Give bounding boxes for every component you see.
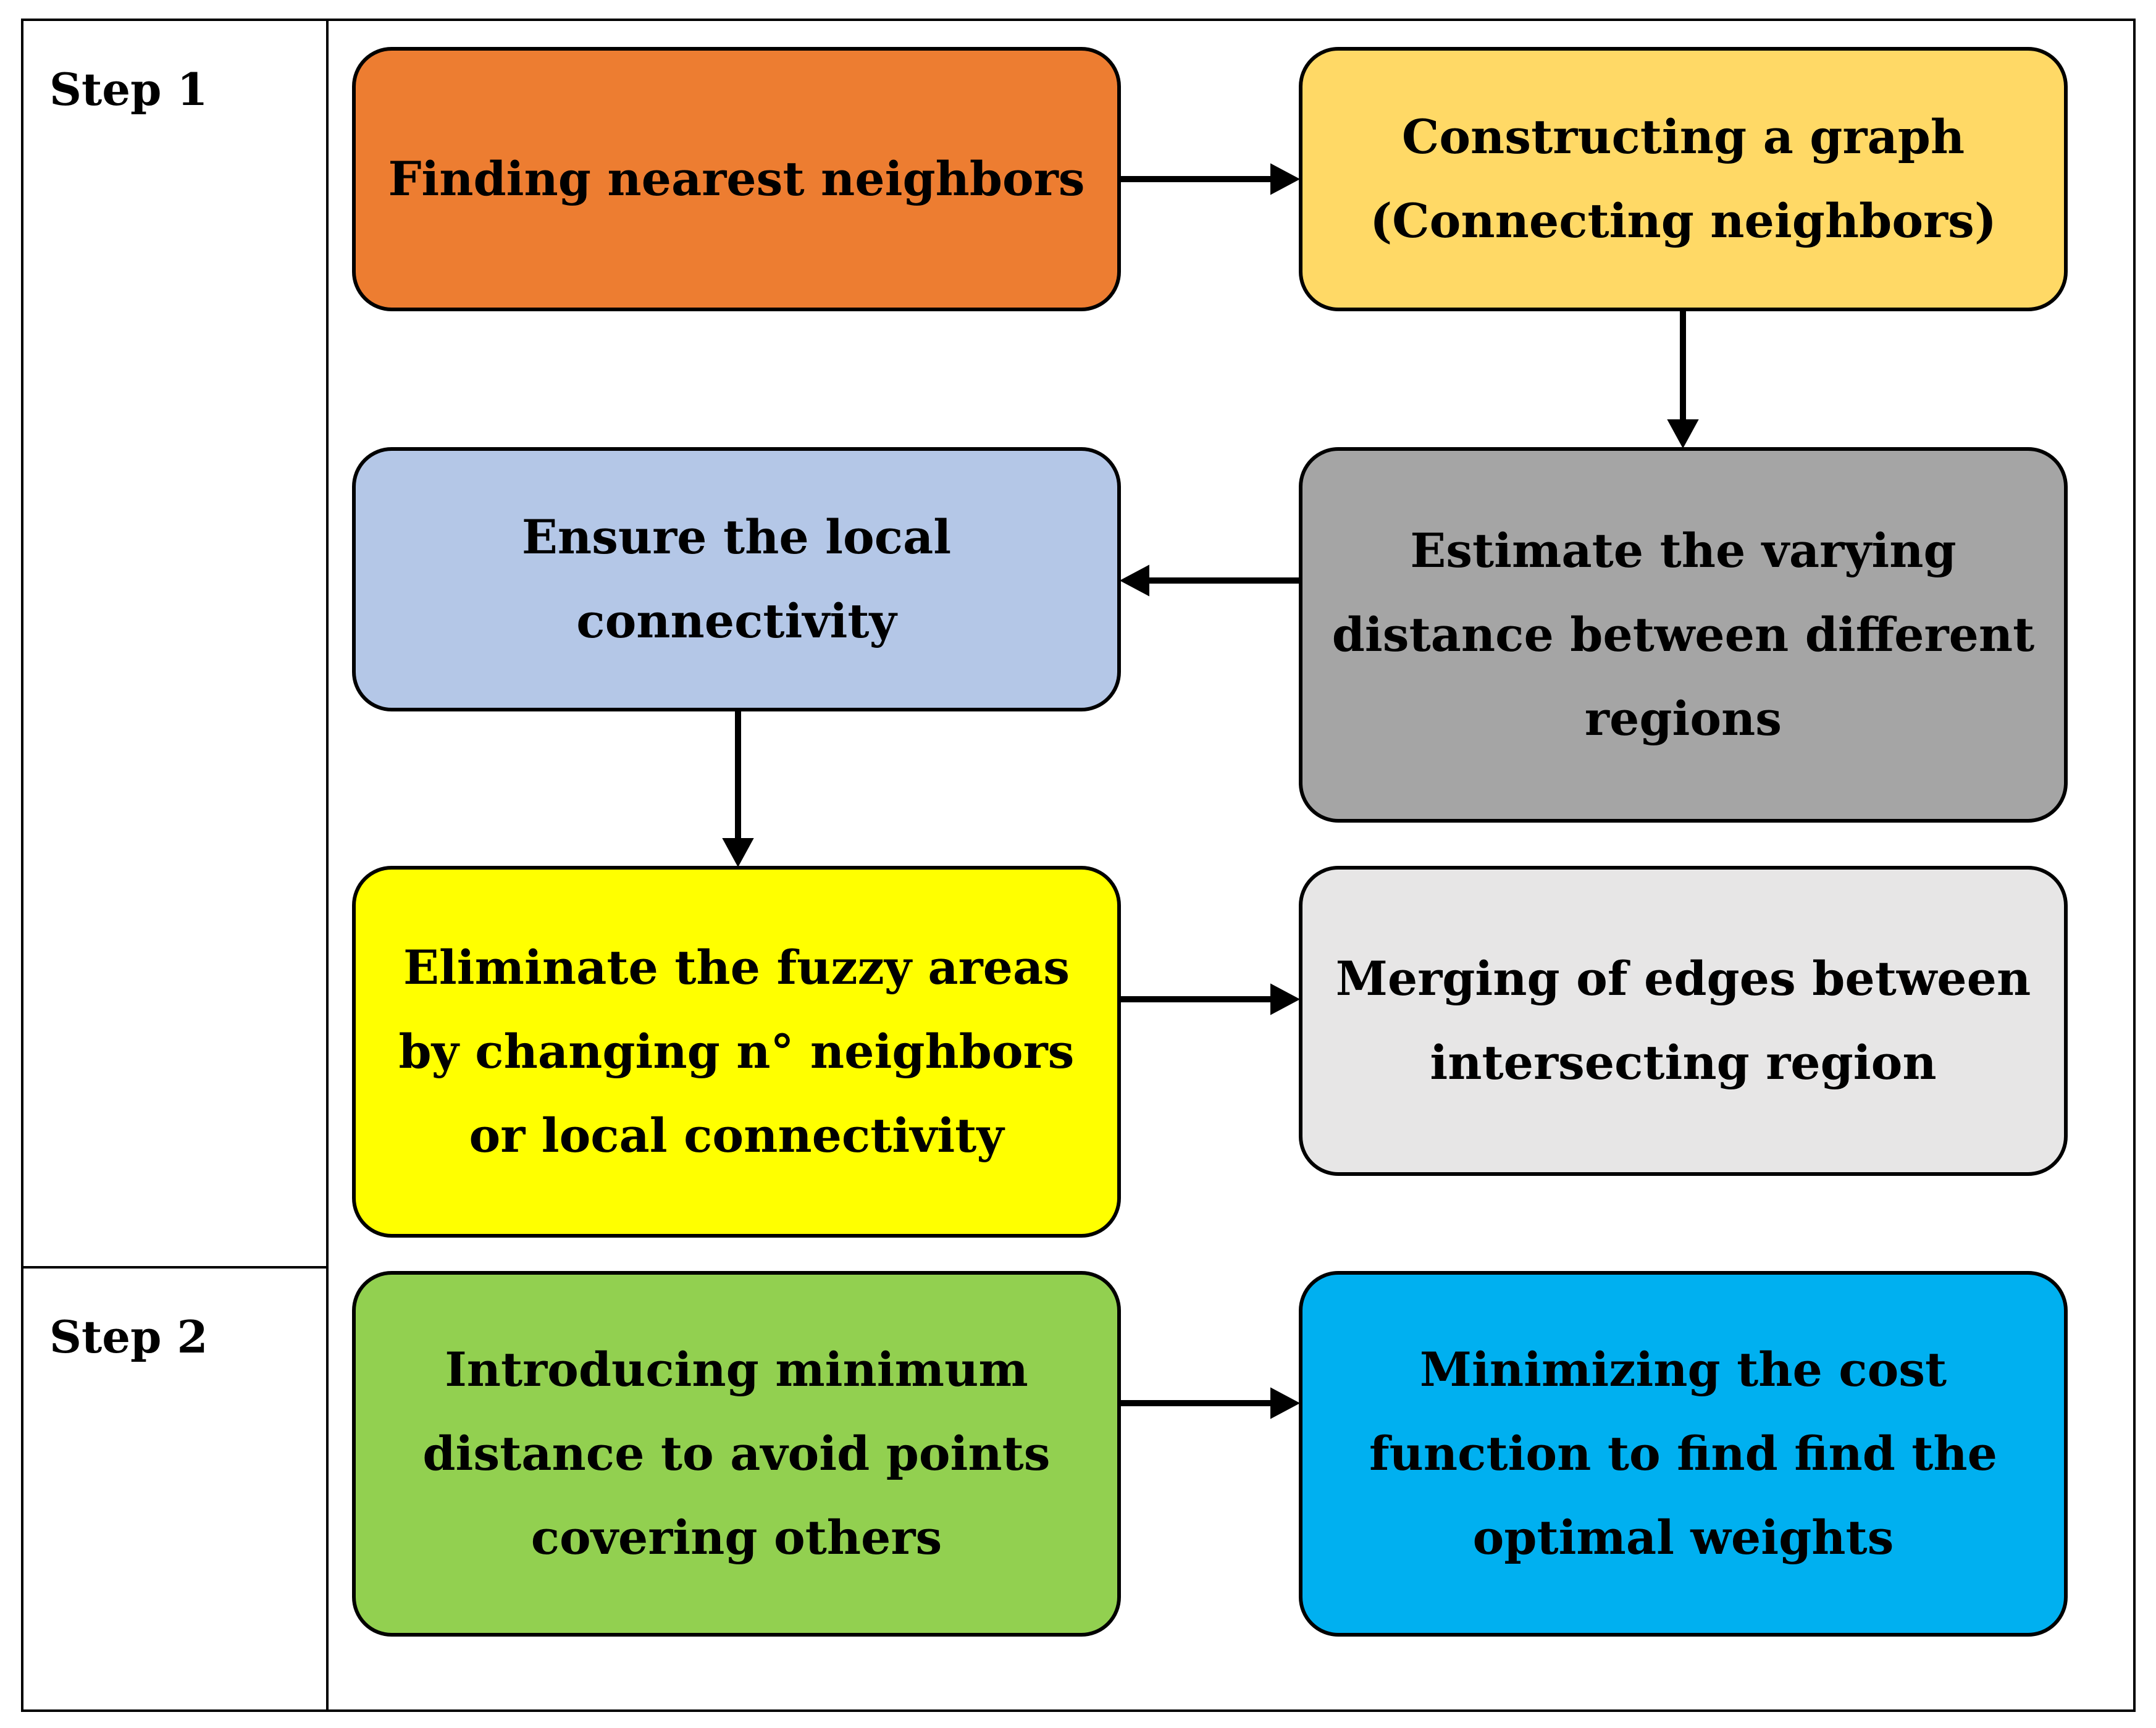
box-merging-of-edges: Merging of edges between intersecting re… [1299, 866, 2068, 1176]
box-minimizing-cost-function: Minimizing the cost function to find fin… [1299, 1271, 2068, 1637]
box-finding-nearest-neighbors: Finding nearest neighbors [352, 47, 1121, 311]
step-1-label: Step 1 [49, 63, 208, 115]
step-2-label: Step 2 [49, 1311, 208, 1363]
box-text-line: Merging of edges between [1335, 951, 2031, 1006]
box-estimate-varying-distance: Estimate the varying distance between di… [1299, 447, 2068, 823]
box-text-line: Finding nearest neighbors [388, 151, 1085, 206]
arrowhead-right [1270, 983, 1301, 1015]
box-text-line: intersecting region [1430, 1035, 1937, 1090]
box-text-line: Constructing a graph [1401, 109, 1965, 164]
frame-top-border [21, 19, 2136, 21]
box-text-line: Ensure the local [521, 510, 952, 564]
box-text-line: connectivity [576, 593, 897, 648]
box-text-line: by changing n° neighbors [398, 1024, 1075, 1079]
box-text-line: function to find find the [1369, 1426, 1998, 1481]
arrowhead-right [1270, 1387, 1301, 1419]
box-text-line: regions [1584, 691, 1782, 746]
frame-step-divider [21, 1266, 329, 1269]
box-eliminate-fuzzy-areas: Eliminate the fuzzy areas by changing n°… [352, 866, 1121, 1238]
box-text-line: covering others [531, 1510, 942, 1565]
box-text-line: (Connecting neighbors) [1370, 193, 1997, 248]
box-text-line: Estimate the varying [1410, 523, 1957, 578]
box-ensure-local-connectivity: Ensure the local connectivity [352, 447, 1121, 711]
frame-column-divider [326, 19, 329, 1712]
box-text-line: Introducing minimum [445, 1342, 1028, 1397]
box-text-line: optimal weights [1472, 1510, 1894, 1565]
box-text-line: distance between different [1332, 607, 2035, 662]
arrowhead-down [1667, 419, 1699, 449]
box-text-line: Minimizing the cost [1419, 1342, 1947, 1397]
box-text-line: or local connectivity [469, 1108, 1004, 1163]
frame-right-border [2133, 19, 2136, 1712]
frame-bottom-border [21, 1709, 2136, 1712]
arrowhead-right [1270, 163, 1301, 195]
box-text-line: Eliminate the fuzzy areas [403, 940, 1070, 995]
box-introducing-minimum-distance: Introducing minimum distance to avoid po… [352, 1271, 1121, 1637]
box-constructing-graph: Constructing a graph (Connecting neighbo… [1299, 47, 2068, 311]
arrowhead-left [1119, 564, 1149, 597]
frame-left-border [21, 19, 23, 1712]
arrowhead-down [722, 838, 754, 868]
box-text-line: distance to avoid points [422, 1426, 1051, 1481]
